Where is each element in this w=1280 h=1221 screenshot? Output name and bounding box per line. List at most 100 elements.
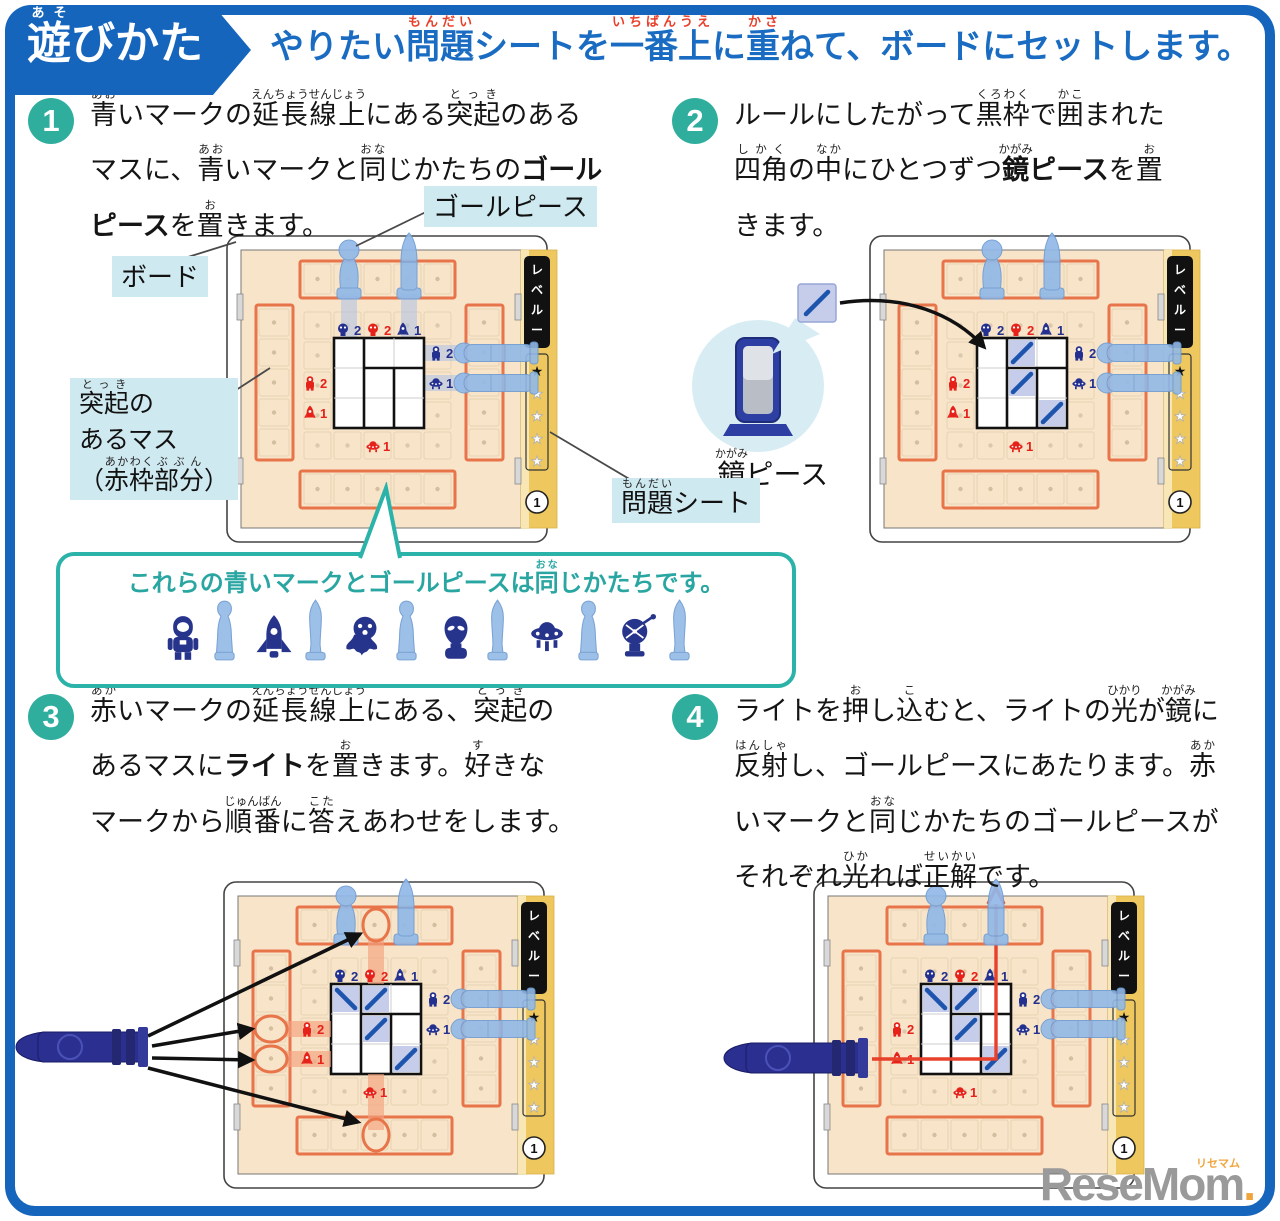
- svg-text:ー: ー: [531, 323, 543, 337]
- step-1-number: 1: [28, 98, 74, 144]
- svg-text:ー: ー: [1118, 969, 1130, 983]
- svg-text:2: 2: [381, 969, 388, 984]
- ufo-icon: [530, 622, 563, 652]
- svg-text:1: 1: [446, 376, 453, 391]
- pair-octopus: [342, 598, 420, 662]
- svg-text:レ: レ: [1118, 909, 1130, 923]
- pair-alien: [433, 598, 511, 662]
- octopus-icon: [345, 616, 377, 656]
- svg-text:1: 1: [1057, 323, 1064, 338]
- svg-text:★: ★: [528, 1054, 541, 1070]
- pairs-box-tail: [358, 482, 402, 559]
- svg-text:2: 2: [971, 969, 978, 984]
- svg-text:ル: ル: [528, 949, 540, 963]
- svg-text:ル: ル: [1118, 949, 1130, 963]
- svg-text:2: 2: [351, 969, 358, 984]
- svg-text:2: 2: [354, 323, 361, 338]
- badge-arrow-shape: [213, 5, 251, 95]
- svg-text:★: ★: [1174, 453, 1187, 469]
- svg-text:1: 1: [970, 1085, 977, 1100]
- svg-text:2: 2: [317, 1022, 324, 1037]
- step-2: 2 ルールにしたがって黒枠くろわくで囲かこまれた四角しかくの中なかにひとつずつ鏡…: [672, 88, 1272, 254]
- svg-text:1: 1: [1120, 1141, 1127, 1156]
- svg-text:ベ: ベ: [528, 929, 540, 943]
- satellite-goal-piece: [668, 599, 690, 661]
- svg-text:ベ: ベ: [531, 283, 543, 297]
- watermark-text: ReseMom.: [1039, 1158, 1256, 1210]
- step-2-number: 2: [672, 98, 718, 144]
- astronaut-goal-piece: [213, 600, 235, 661]
- alien-icon: [444, 616, 467, 659]
- svg-text:★: ★: [1118, 1054, 1131, 1070]
- svg-text:1: 1: [317, 1052, 324, 1067]
- svg-text:1: 1: [1001, 969, 1008, 984]
- svg-text:2: 2: [997, 323, 1004, 338]
- svg-text:2: 2: [443, 992, 450, 1007]
- step-4: 4 ライトを押おし込こむと、ライトの光ひかりが鏡かがみに反射はんしゃし、ゴールピ…: [672, 684, 1272, 905]
- svg-text:2: 2: [941, 969, 948, 984]
- svg-text:1: 1: [443, 1022, 450, 1037]
- svg-text:1: 1: [320, 406, 327, 421]
- svg-text:2: 2: [1033, 992, 1040, 1007]
- pairs-box: これらの青いマークとゴールピースは同おなじかたちです。: [56, 552, 796, 688]
- svg-text:レ: レ: [1174, 263, 1186, 277]
- svg-text:レ: レ: [528, 909, 540, 923]
- svg-text:2: 2: [320, 376, 327, 391]
- watermark-ruby: リセマム: [1196, 1158, 1240, 1170]
- octopus-goal-piece: [395, 600, 417, 661]
- svg-text:★: ★: [1118, 1077, 1131, 1093]
- svg-text:2: 2: [384, 323, 391, 338]
- svg-text:★: ★: [1174, 431, 1187, 447]
- svg-text:2: 2: [1027, 323, 1034, 338]
- svg-text:2: 2: [1089, 346, 1096, 361]
- astronaut-icon: [167, 616, 198, 660]
- step-2-text: ルールにしたがって黒枠くろわくで囲かこまれた四角しかくの中なかにひとつずつ鏡かが…: [734, 89, 1165, 241]
- pair-astronaut: [160, 598, 238, 662]
- pair-ufo: [524, 598, 602, 662]
- pair-satellite: [615, 598, 693, 662]
- mirror-piece-3d: [723, 337, 793, 436]
- svg-text:ル: ル: [1174, 303, 1186, 317]
- svg-text:★: ★: [528, 1077, 541, 1093]
- svg-text:ー: ー: [528, 969, 540, 983]
- light-piece-step3: [15, 1027, 148, 1067]
- problem-sheet-label: 問題もんだいシート: [612, 478, 761, 523]
- ufo-goal-piece: [577, 600, 599, 661]
- svg-text:1: 1: [1176, 495, 1183, 510]
- svg-text:ル: ル: [531, 303, 543, 317]
- svg-text:1: 1: [533, 495, 540, 510]
- step-1: 1 青あおいマークの延長線上えんちょうせんじょうにある突起とっきのあるマスに、青…: [28, 88, 658, 254]
- svg-text:2: 2: [963, 376, 970, 391]
- svg-text:ベ: ベ: [1174, 283, 1186, 297]
- svg-text:2: 2: [446, 346, 453, 361]
- pairs-row: [60, 598, 792, 662]
- svg-text:1: 1: [380, 1085, 387, 1100]
- svg-text:1: 1: [1089, 376, 1096, 391]
- rocket-icon: [256, 615, 291, 658]
- svg-text:★: ★: [1174, 408, 1187, 424]
- step-3-text: 赤あかいマークの延長線上えんちょうせんじょうにある、突起とっきのあるマスにライト…: [90, 685, 576, 837]
- watermark: リセマム ReseMom.: [1039, 1158, 1256, 1210]
- svg-text:ベ: ベ: [1118, 929, 1130, 943]
- alien-goal-piece: [486, 599, 508, 661]
- svg-text:★: ★: [531, 453, 544, 469]
- step-3-number: 3: [28, 694, 74, 740]
- headline: やりたい問題もんだいシートを一番上いちばんうえに重かさねて、ボードにセットします…: [270, 14, 1251, 66]
- svg-text:1: 1: [963, 406, 970, 421]
- pairs-box-title: これらの青いマークとゴールピースは同おなじかたちです。: [127, 560, 725, 597]
- svg-text:★: ★: [531, 408, 544, 424]
- svg-text:1: 1: [383, 439, 390, 454]
- svg-text:1: 1: [530, 1141, 537, 1156]
- howto-badge: 遊あそびかた: [5, 5, 251, 95]
- svg-text:1: 1: [1026, 439, 1033, 454]
- satellite-icon: [620, 614, 657, 658]
- pair-rocket: [251, 598, 329, 662]
- step-4-text: ライトを押おし込こむと、ライトの光ひかりが鏡かがみに反射はんしゃし、ゴールピース…: [734, 685, 1219, 893]
- goal-piece-label: ゴールピース: [424, 186, 597, 227]
- step-4-number: 4: [672, 694, 718, 740]
